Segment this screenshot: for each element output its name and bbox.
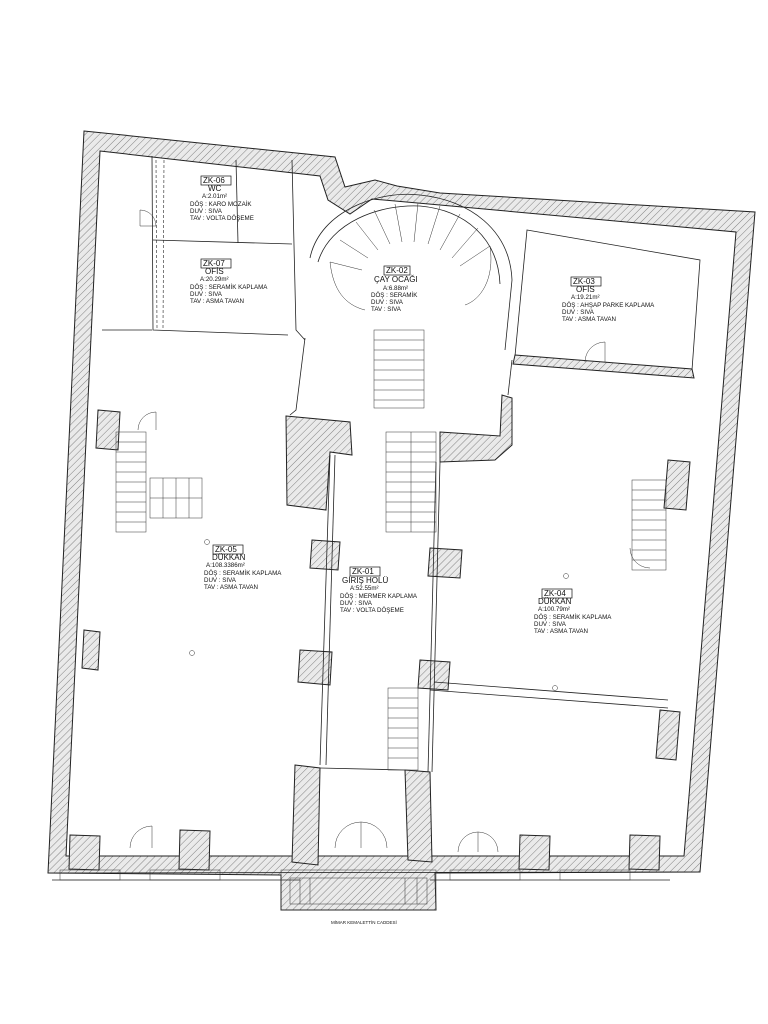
door-swings	[129, 209, 651, 853]
interior-walls	[68, 155, 701, 871]
lower-stair	[387, 687, 419, 771]
room-zk01-label: ZK-01 GİRİŞ HOLÜ A:52.55m² DÖŞ : MERMER …	[340, 566, 418, 614]
room-wall-finish: DUV : SIVA	[190, 291, 223, 298]
room-zk06-label: ZK-06 WC A:2.01m² DÖŞ : KARO MOZAİK DUV …	[190, 175, 254, 222]
room-area: A:108.3386m²	[206, 562, 245, 569]
room-zk02-label: ZK-02 ÇAY OCAĞI A:6.88m² DÖŞ : SERAMİK D…	[371, 265, 418, 313]
room-zk07-label: ZK-07 OFİS A:20.29m² DÖŞ : SERAMİK KAPLA…	[190, 258, 268, 305]
left-stair	[115, 431, 203, 533]
room-floor-finish: DÖŞ : SERAMİK	[371, 292, 418, 299]
room-ceiling-finish: TAV : ASMA TAVAN	[190, 298, 244, 305]
room-area: A:100.79m²	[538, 606, 570, 613]
room-code: ZK-07	[203, 259, 225, 268]
room-code: ZK-05	[215, 545, 237, 554]
room-zk05-label: ZK-05 DÜKKAN A:108.3386m² DÖŞ : SERAMİK …	[204, 544, 282, 591]
room-code: ZK-04	[544, 589, 566, 598]
room-code: ZK-02	[386, 266, 408, 275]
room-code: ZK-03	[573, 277, 595, 286]
level-markers	[189, 539, 569, 691]
exterior-wall	[47, 130, 756, 911]
room-code: ZK-01	[352, 567, 374, 576]
room-area: A:52.55m²	[350, 585, 379, 592]
staircases	[115, 202, 667, 771]
room-floor-finish: DÖŞ : SERAMİK KAPLAMA	[534, 614, 612, 621]
room-code: ZK-06	[203, 176, 225, 185]
room-name: WC	[208, 184, 222, 193]
room-name: ÇAY OCAĞI	[374, 275, 418, 284]
room-zk04-label: ZK-04 DÜKKAN A:100.79m² DÖŞ : SERAMİK KA…	[534, 588, 612, 635]
room-wall-finish: DUV : SIVA	[190, 208, 223, 215]
room-name: OFİS	[205, 267, 224, 276]
room-floor-finish: DÖŞ : KARO MOZAİK	[190, 201, 252, 208]
room-zk03-label: ZK-03 OFİS A:19.21m² DÖŞ : AHŞAP PARKE K…	[562, 276, 655, 323]
room-floor-finish: DÖŞ : MERMER KAPLAMA	[340, 593, 418, 600]
room-ceiling-finish: TAV : ASMA TAVAN	[534, 628, 588, 635]
central-stair	[329, 202, 492, 533]
room-name: OFİS	[576, 285, 595, 294]
room-name: DÜKKAN	[538, 597, 572, 606]
room-floor-finish: DÖŞ : AHŞAP PARKE KAPLAMA	[562, 302, 655, 309]
right-stair	[631, 479, 667, 571]
room-floor-finish: DÖŞ : SERAMİK KAPLAMA	[190, 284, 268, 291]
room-ceiling-finish: TAV : ASMA TAVAN	[562, 316, 616, 323]
room-ceiling-finish: TAV : SIVA	[371, 306, 402, 313]
room-area: A:20.29m²	[200, 276, 229, 283]
room-name: GİRİŞ HOLÜ	[342, 576, 388, 585]
room-ceiling-finish: TAV : ASMA TAVAN	[204, 584, 258, 591]
room-ceiling-finish: TAV : VOLTA DÖŞEME	[340, 607, 404, 614]
room-wall-finish: DUV : SIVA	[371, 299, 404, 306]
room-wall-finish: DUV : SIVA	[204, 577, 237, 584]
street-label: MİMAR KEMALETTİN CADDESİ	[331, 919, 397, 925]
room-wall-finish: DUV : SIVA	[340, 600, 373, 607]
room-name: DÜKKAN	[212, 553, 246, 562]
room-area: A:19.21m²	[571, 294, 600, 301]
facade-front	[47, 869, 701, 911]
room-ceiling-finish: TAV : VOLTA DÖŞEME	[190, 215, 254, 222]
room-area: A:6.88m²	[383, 285, 408, 292]
room-floor-finish: DÖŞ : SERAMİK KAPLAMA	[204, 570, 282, 577]
room-wall-finish: DUV : SIVA	[534, 621, 567, 628]
room-area: A:2.01m²	[202, 193, 227, 200]
room-wall-finish: DUV : SIVA	[562, 309, 595, 316]
